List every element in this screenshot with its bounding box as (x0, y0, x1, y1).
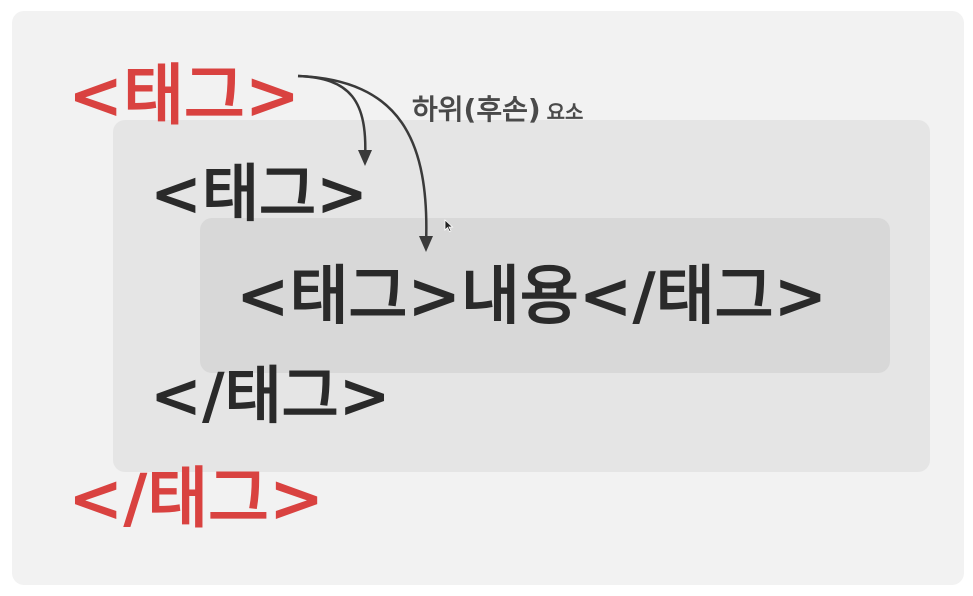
outer-close-tag: </태그> (68, 460, 325, 537)
outer-open-tag: <태그> (68, 57, 301, 134)
child-open-tag: <태그> (150, 157, 368, 230)
annotation-sub: 요소 (546, 100, 584, 124)
mouse-cursor-icon (444, 219, 454, 233)
descendant-annotation: 하위(후손)요소 (412, 88, 583, 128)
annotation-main: 하위(후손) (412, 93, 541, 126)
grandchild-element: <태그>내용</태그> (236, 260, 828, 334)
child-close-tag: </태그> (150, 359, 391, 432)
